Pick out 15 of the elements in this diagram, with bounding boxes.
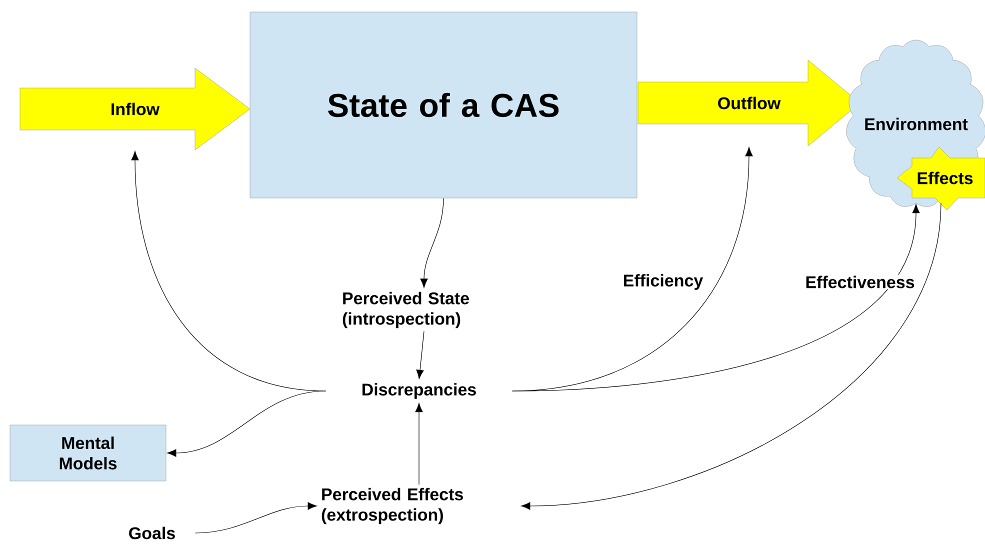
arrow [521, 202, 942, 510]
arrow [512, 204, 920, 392]
text-label: Goals [129, 526, 175, 540]
arrow [416, 331, 424, 380]
arrow [415, 403, 423, 485]
arrow [167, 390, 326, 457]
text-label: Perceived State (introspection) [342, 292, 469, 328]
text-label: Discrepancies [362, 383, 476, 399]
process-box: State of a CAS [250, 12, 638, 198]
edge-label: Effectiveness [804, 274, 916, 290]
arrow [194, 502, 317, 534]
edge-label: Efficiency [622, 273, 704, 291]
text-label: Perceived Effects (extrospection) [322, 488, 463, 524]
process-box: Mental Models [10, 424, 166, 482]
arrow [420, 198, 444, 288]
